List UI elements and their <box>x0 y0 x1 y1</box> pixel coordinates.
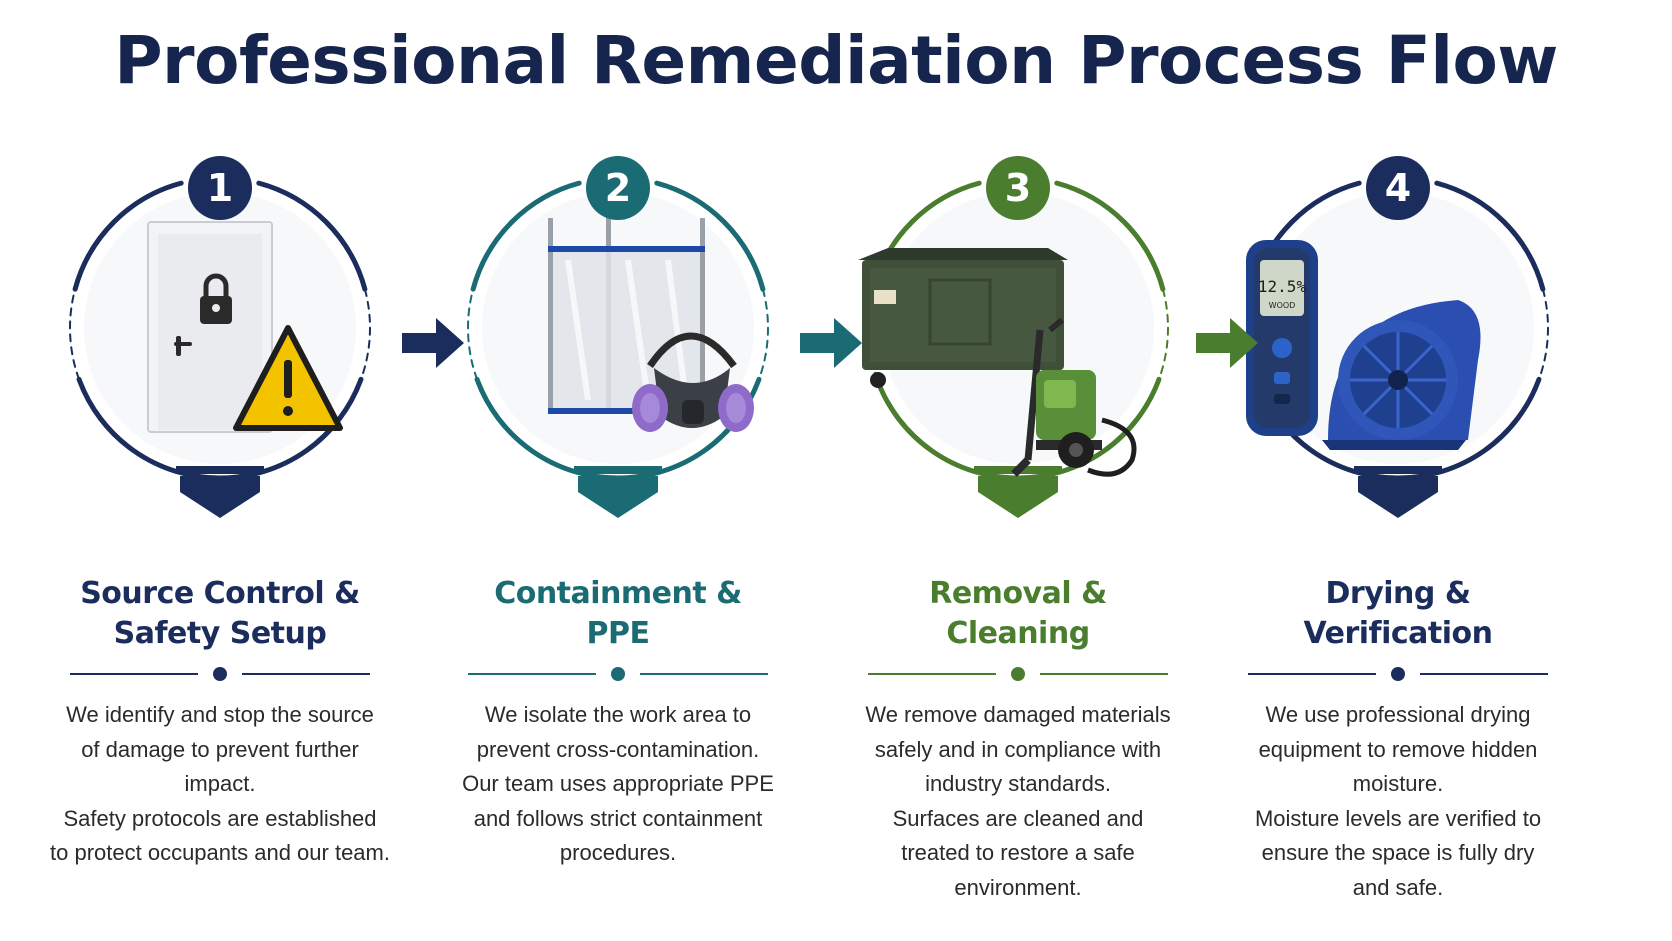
step-1-source-control: 1 Source Control & Safety Setup We ident… <box>20 150 420 930</box>
respirator-mask-icon <box>632 332 754 432</box>
step-number-badge: 3 <box>986 156 1050 220</box>
step-4-drying: 12.5% WOOD 4 Drying & Verification <box>1198 150 1598 930</box>
pressure-washer-icon <box>1011 317 1137 477</box>
step-4-illustration: 12.5% WOOD <box>1246 240 1481 450</box>
air-mover-fan-icon <box>1322 300 1481 450</box>
meter-mode: WOOD <box>1269 301 1296 310</box>
step-2-illustration <box>548 218 754 432</box>
page-title: Professional Remediation Process Flow <box>114 22 1558 99</box>
step-divider <box>1248 666 1548 682</box>
step-description: We isolate the work area to prevent cros… <box>462 702 774 865</box>
step-title: Removal & Cleaning <box>929 576 1107 651</box>
step-title: Containment & PPE <box>494 576 742 651</box>
meter-reading: 12.5% <box>1258 277 1307 296</box>
step-divider <box>70 666 370 682</box>
step-number-badge: 1 <box>188 156 252 220</box>
warning-icon <box>233 325 343 431</box>
step-number-badge: 4 <box>1366 156 1430 220</box>
step-title: Drying & Verification <box>1303 576 1493 651</box>
containment-barrier-icon <box>548 218 705 414</box>
step-divider <box>868 666 1168 682</box>
step-description: We remove damaged materials safely and i… <box>865 702 1171 900</box>
step-3-removal: 3 Removal & Cleaning We remove damaged m… <box>818 150 1218 930</box>
flow-arrow-3-to-4 <box>1196 318 1258 368</box>
step-title: Source Control & Safety Setup <box>80 576 360 651</box>
step-number-badge: 2 <box>586 156 650 220</box>
flow-arrow-1-to-2 <box>402 318 464 368</box>
lock-icon <box>200 273 232 324</box>
flow-arrow-2-to-3 <box>800 318 862 368</box>
step-3-illustration <box>858 248 1137 477</box>
step-1-illustration <box>147 221 343 433</box>
step-2-containment: 2 Containment & PPE We isolate the work … <box>418 150 818 930</box>
step-divider <box>468 666 768 682</box>
moisture-meter-icon: 12.5% WOOD <box>1246 240 1318 436</box>
door-icon <box>147 221 273 433</box>
dumpster-icon <box>858 248 1068 388</box>
step-description: We use professional drying equipment to … <box>1254 702 1542 900</box>
step-description: We identify and stop the source of damag… <box>50 702 390 865</box>
